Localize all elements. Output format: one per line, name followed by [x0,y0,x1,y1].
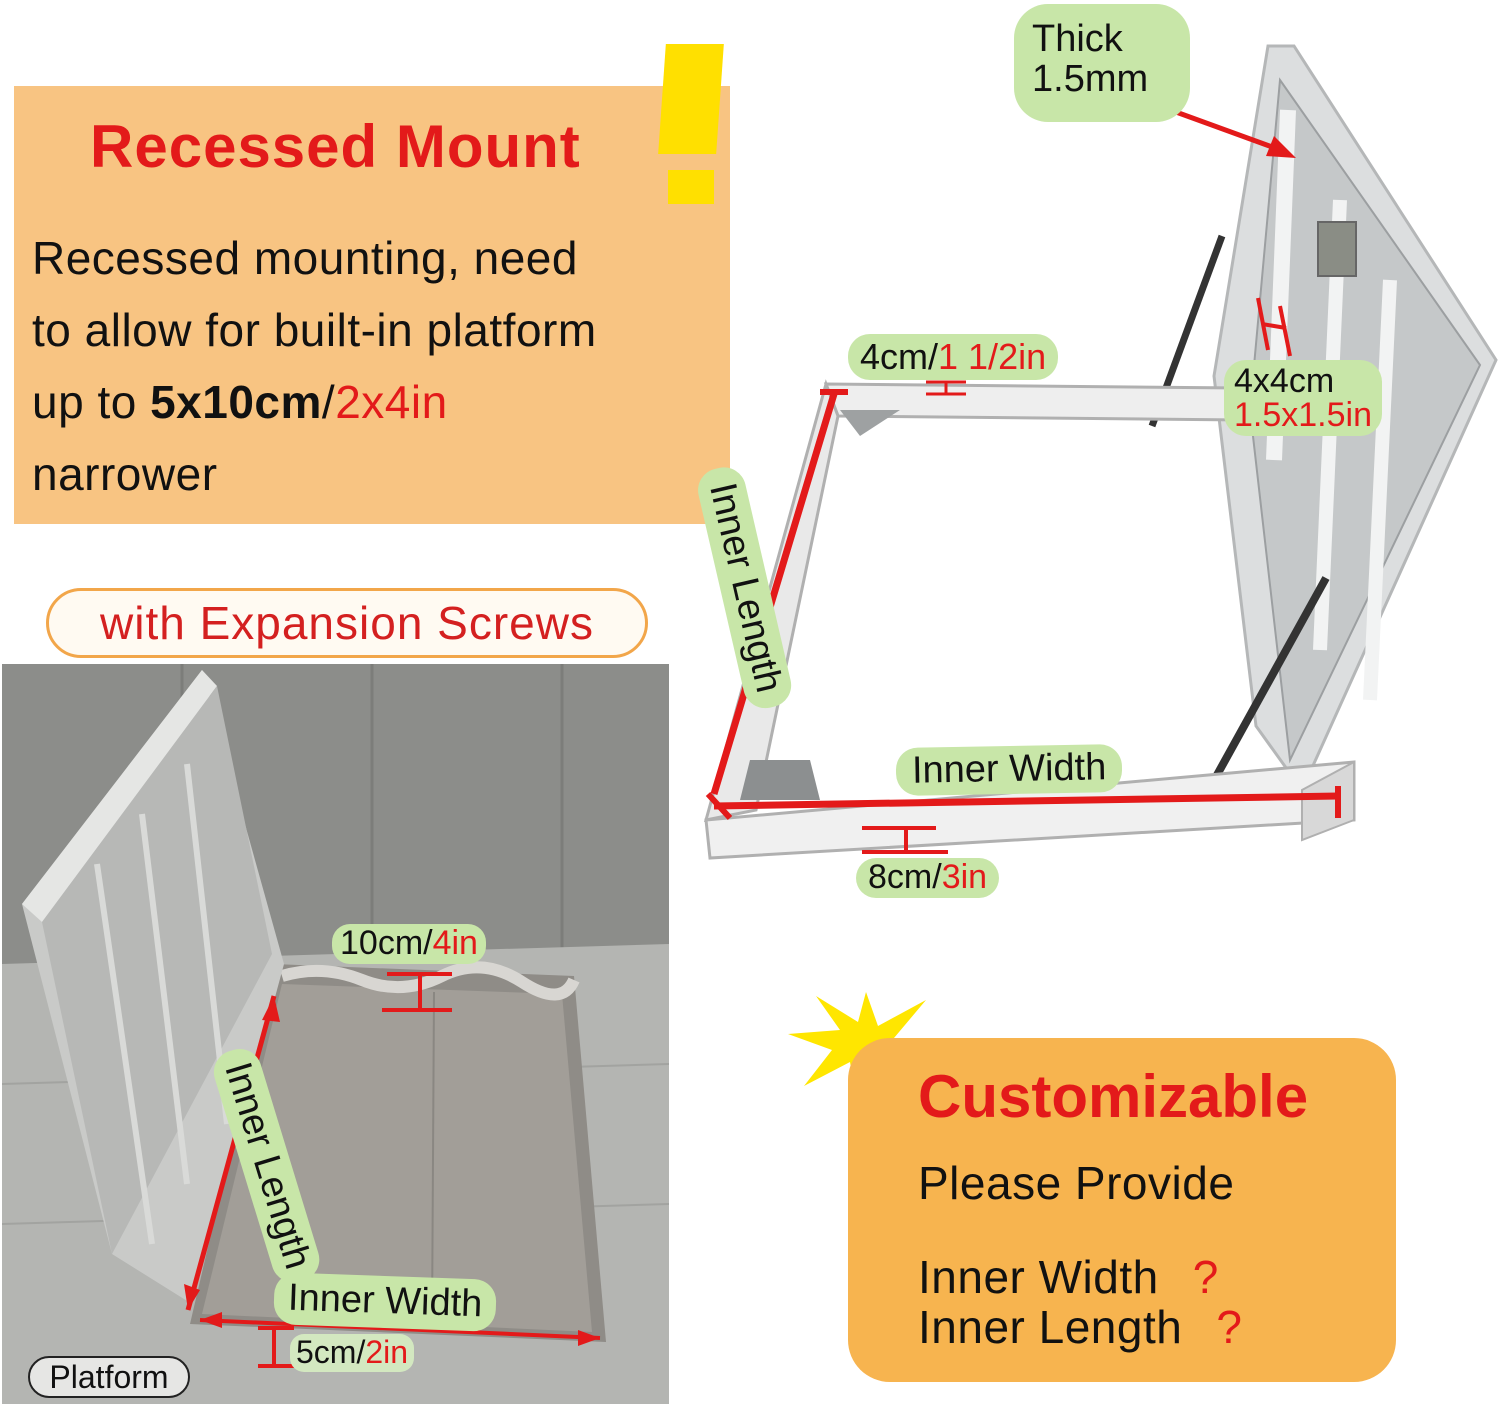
ledge-metric: 5cm/ [296,1334,366,1370]
bottom-bar-imperial: 3in [941,858,988,896]
customizable-panel [848,1038,1396,1382]
recessed-metric-size: 5x10cm [150,376,322,428]
recessed-line-1: Recessed mounting, need [32,232,578,284]
please-provide-text: Please Provide [918,1157,1235,1209]
depth-imperial: 4in [432,924,478,962]
thickness-line-1: Thick [1032,18,1123,60]
recessed-mount-description: Recessed mounting, need to allow for bui… [32,222,722,510]
post-size-imperial: 1.5x1.5in [1234,396,1372,434]
thickness-arrow [1175,109,1287,155]
inner-width-line [713,792,1339,810]
recessed-line-4: narrower [32,448,218,500]
customizable-title: Customizable [918,1063,1309,1130]
depth-label: 10cm/4in [332,924,486,964]
post-size-metric: 4x4cm [1234,362,1335,400]
frame-inner-width-label: Inner Width [895,744,1123,796]
request-inner-width: Inner Width? [918,1250,1219,1304]
ledge-imperial: 2in [365,1334,409,1370]
recessed-mount-panel [14,86,730,524]
thickness-line-2: 1.5mm [1032,57,1149,100]
gas-strut-bottom [1208,576,1330,786]
photo-inner-width-label: Inner Width [273,1272,498,1332]
inner-length-line [710,392,838,796]
request-inner-width-label: Inner Width [918,1251,1159,1303]
length-question-icon: ? [1216,1301,1243,1353]
request-inner-length-label: Inner Length [918,1301,1183,1353]
width-question-icon: ? [1192,1251,1219,1303]
ledge-label: 5cm/2in [290,1334,415,1372]
bottom-bar-label: 8cm/3in [856,858,1000,898]
top-bar-imperial: 1 1/2in [938,336,1047,377]
recessed-imperial-size: 2x4in [335,376,448,428]
recessed-mount-title: Recessed Mount [90,113,581,180]
thickness-label: Thick 1.5mm [1014,4,1190,122]
recessed-size-separator: / [321,376,336,428]
depth-metric: 10cm/ [340,924,433,962]
expansion-screws-badge: with Expansion Screws [46,588,648,658]
bottom-bar-metric: 8cm/ [868,858,942,896]
recessed-line-3: up to 5x10cm/2x4in [32,366,722,438]
top-bar-label: 4cm/1 1/2in [848,334,1059,380]
platform-badge: Platform [28,1356,190,1398]
recessed-line-2: to allow for built-in platform [32,304,597,356]
post-size-label: 4x4cm 1.5x1.5in [1224,360,1382,436]
recessed-line-3-prefix: up to [32,376,151,428]
top-bar-metric: 4cm/ [860,336,939,377]
lock-plate-icon [1317,221,1357,277]
request-inner-length: Inner Length? [918,1300,1242,1354]
exclamation-dot-icon [668,170,714,204]
